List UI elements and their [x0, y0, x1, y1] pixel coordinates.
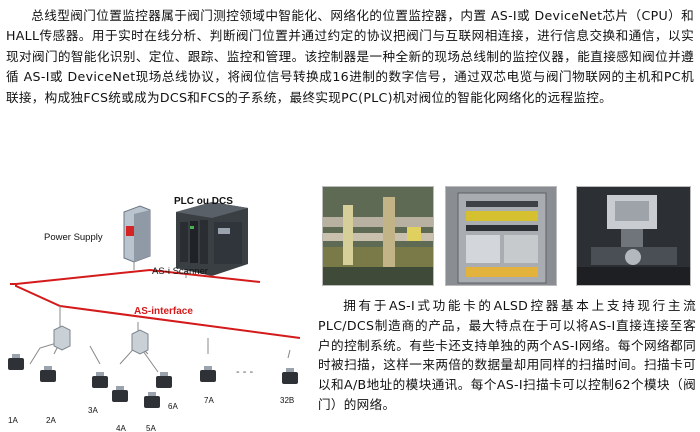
node-label: 32B	[280, 396, 295, 405]
bus-label: AS-interface	[134, 306, 193, 317]
scanner-card-paragraph: 拥有于AS-I式功能卡的ALSD控器基本上支持现行主流PLC/DCS制造商的产品…	[318, 298, 696, 412]
valve-node-icons	[8, 358, 298, 408]
junction-box-1	[53, 325, 71, 351]
junction-box-2	[131, 329, 149, 355]
power-supply-device	[123, 205, 151, 263]
valve-actuator-photo	[576, 186, 691, 286]
control-cabinet-photo	[445, 186, 557, 286]
node-ellipsis: - - -	[236, 366, 254, 378]
node-label: 5A	[146, 424, 156, 432]
as-interface-network-diagram: PLC ou DCS Power Supply AS-i Scanner AS-…	[0, 178, 312, 432]
node-label: 1A	[8, 416, 18, 425]
node-label: 3A	[88, 406, 98, 415]
power-supply-label: Power Supply	[44, 232, 103, 243]
node-label: 2A	[46, 416, 56, 425]
node-label: 7A	[204, 396, 214, 405]
scanner-label: AS-i Scanner	[152, 266, 208, 277]
plc-rack-device	[176, 202, 248, 276]
node-label: 4A	[116, 424, 126, 432]
pipeline-valves-photo	[322, 186, 434, 286]
plc-label: PLC ou DCS	[174, 196, 233, 207]
node-label: 6A	[168, 402, 178, 411]
network-diagram-graphic	[8, 202, 301, 408]
intro-paragraph: 总线型阀门位置监控器属于阀门测控领域中智能化、网络化的位置监控器，内置 AS-I…	[6, 8, 694, 105]
